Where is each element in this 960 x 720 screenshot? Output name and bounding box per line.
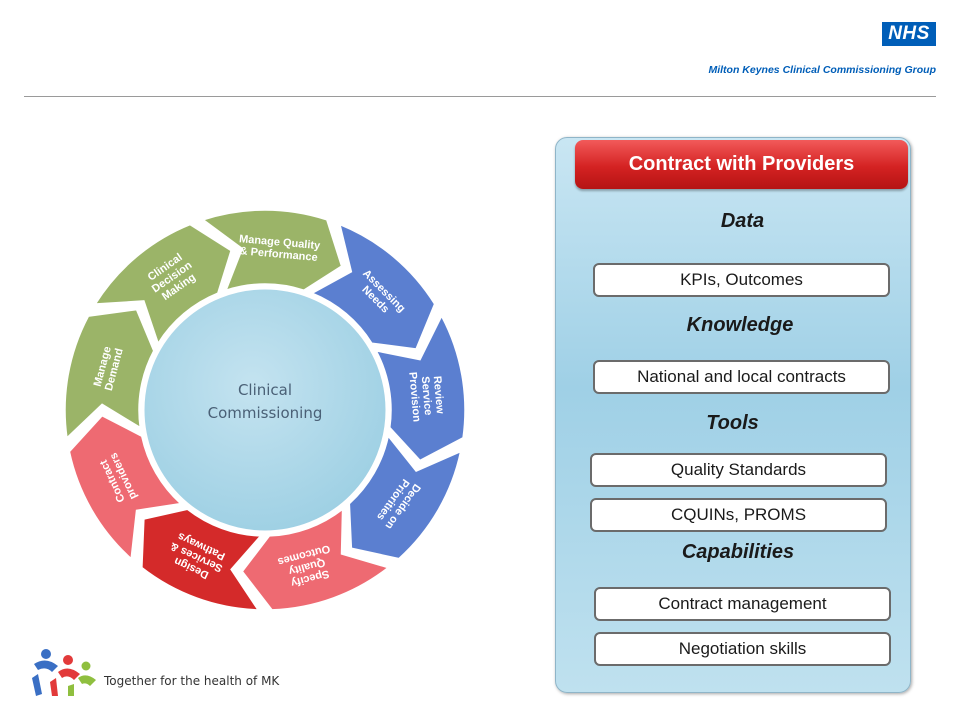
header-divider (24, 96, 936, 97)
cycle-segment-8 (93, 223, 232, 345)
section-heading-knowledge: Knowledge (686, 314, 794, 336)
cycle-segment-1 (310, 223, 436, 350)
item-national-local-contracts: National and local contracts (593, 360, 890, 394)
cycle-segment-9 (201, 209, 343, 292)
cycle-segment-4 (241, 507, 390, 611)
cycle-center-label-line1: Clinical (238, 381, 292, 399)
cycle-segment-2 (374, 314, 466, 462)
nhs-logo: NHS (882, 22, 936, 46)
cycle-segment-5 (141, 508, 263, 611)
item-kpis-outcomes: KPIs, Outcomes (593, 263, 890, 297)
mk-figures-logo-icon (32, 649, 96, 696)
org-name: Milton Keynes Clinical Commissioning Gro… (708, 64, 936, 76)
item-contract-management: Contract management (594, 587, 891, 621)
item-quality-standards: Quality Standards (590, 453, 887, 487)
cycle-segment-6 (68, 414, 183, 561)
cycle-segment-7 (64, 308, 155, 440)
footer-tagline: Together for the health of MK (104, 674, 280, 688)
item-negotiation-skills: Negotiation skills (594, 632, 891, 666)
section-heading-data: Data (720, 210, 765, 232)
cycle-segment-3 (348, 434, 462, 560)
cycle-segment-label-2: ReviewServiceProvision (406, 369, 446, 422)
commissioning-cycle-diagram: AssessingNeedsReviewServiceProvisionDeci… (64, 209, 466, 611)
cycle-center-label-line2: Commissioning (208, 404, 323, 422)
item-cquins-proms: CQUINs, PROMS (590, 498, 887, 532)
panel-title: Contract with Providers (575, 140, 908, 189)
section-heading-capabilities: Capabilities (681, 541, 795, 563)
cycle-center-circle (141, 286, 389, 534)
section-heading-tools: Tools (706, 412, 759, 434)
